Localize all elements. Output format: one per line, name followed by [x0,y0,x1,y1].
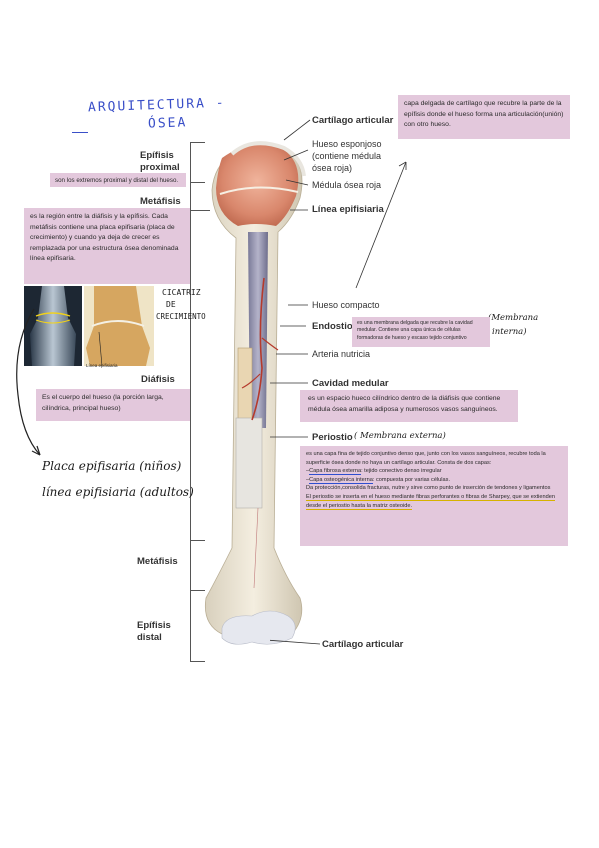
label-arteria: Arteria nutricia [312,349,371,359]
note-diafisis: Es el cuerpo del hueso (la porción larga… [36,389,190,421]
endosteum-peel [237,347,253,429]
bracket-tick-top [190,142,205,143]
epiphyseal-photos [24,286,154,366]
hand-membrana-interna-1: (Membrana [488,313,539,323]
periostio-capa2-rest: : compuesta por varias células. [372,476,450,483]
label-metafisis-top: Metáfisis [140,196,181,207]
leader-cartilago-bottom [270,639,321,645]
note-endostio: es una membrana delgada que recubre la c… [352,317,490,347]
note-epifisis: son los extremos proximal y distal del h… [50,173,186,187]
arrow-head-icon [398,161,407,170]
note-cartilago: capa delgada de cartílago que recubre la… [398,95,570,139]
label-epifisis-proximal-2: proximal [140,162,180,173]
note-periostio: es una capa fina de tejido conjuntivo de… [300,446,568,546]
bracket-tick-epi2 [190,590,205,591]
humerus-illustration [204,141,306,645]
label-linea-epifisiaria: Línea epifisiaria [312,204,384,215]
hand-membrana-externa: ( Membrana externa) [354,431,446,441]
periostio-capa2-name: Capa osteogénica interna [309,476,373,484]
periosteum-peel [235,417,263,509]
left-bracket-line [190,142,191,662]
label-epifisis-distal-1: Epífisis [137,620,171,631]
articular-cartilage-top [230,141,306,177]
label-hueso-esponjoso-2: (contiene médula [312,151,382,161]
bracket-tick-meta [190,210,210,211]
label-diafisis: Diáfisis [141,374,175,385]
section-bone [86,286,150,366]
periostio-capa2: –Capa osteogénica interna: compuesta por… [306,476,450,484]
curved-arrow-icon [16,308,41,456]
hand-membrana-interna-2: interna) [492,327,527,337]
caption-pointer [98,331,103,366]
label-periostio: Periostio [312,432,353,443]
articular-cartilage-bottom [221,610,296,645]
hand-cicatriz-3: CRECIMIENTO [156,312,206,321]
title-dash [72,132,88,133]
label-hueso-esponjoso-3: ósea roja) [312,163,353,173]
xray-plate-line-2 [35,319,71,324]
hand-linea: línea epifisiaria (adultos) [42,485,194,499]
periostio-capa1-rest: : tejido conectivo denso irregular [361,468,442,475]
hand-cicatriz-1: CICATRIZ [162,288,201,297]
leader-esponjoso [283,149,309,161]
note-metafisis: es la región entre la diáfisis y la epíf… [24,208,190,284]
bracket-tick-epi [190,182,205,183]
title-line1: ARQUITECTURA - [87,95,226,116]
leader-lines [270,119,407,645]
xray-plate-line [35,312,71,317]
section-epiphyseal-line [91,320,145,327]
bracket-tick-meta2 [190,540,205,541]
periostio-capa1: –Capa fibrosa externa: tejido conectivo … [306,468,442,476]
hand-placa: Placa epifisaria (niños) [42,459,182,473]
leader-medula [285,179,309,186]
arrow-compacto-note [355,161,407,289]
label-endostio: Endostio [312,321,353,332]
label-metafisis-bottom: Metáfisis [137,556,178,567]
spongy-bone [216,144,299,226]
label-epifisis-distal-2: distal [137,632,162,643]
xray-bone [30,286,76,366]
periostio-sharpey: El periostio se inserta en el hueso medi… [306,493,555,510]
label-cartilago-bottom: Cartílago articular [322,639,404,650]
label-cavidad: Cavidad medular [312,378,389,389]
photo-caption: Línea epifisiaria [86,363,118,368]
label-medula-roja: Médula ósea roja [312,180,382,190]
periostio-capa1-name: Capa fibrosa externa [309,468,362,476]
nutrient-artery [251,277,265,421]
hand-cicatriz-2: DE [166,300,176,309]
bracket-tick-bottom [190,661,205,662]
label-hueso-compacto: Hueso compacto [312,300,380,310]
label-hueso-esponjoso-1: Hueso esponjoso [312,139,382,149]
periostio-intro: es una capa fina de tejido conjuntivo de… [306,451,546,466]
epiphyseal-line [219,186,299,195]
note-cavidad: es un espacio hueco cilíndrico dentro de… [300,390,518,422]
title-line2: ÓSEA [147,115,188,132]
leader-cartilago-top [283,119,311,141]
label-epifisis-proximal-1: Epífisis [140,150,174,161]
nutrient-artery-branch [241,337,279,389]
label-cartilago-top: Cartílago articular [312,115,394,126]
periostio-funcion: Da protección,consolida fracturas, nutre… [306,485,551,492]
distal-vessel [253,507,259,589]
